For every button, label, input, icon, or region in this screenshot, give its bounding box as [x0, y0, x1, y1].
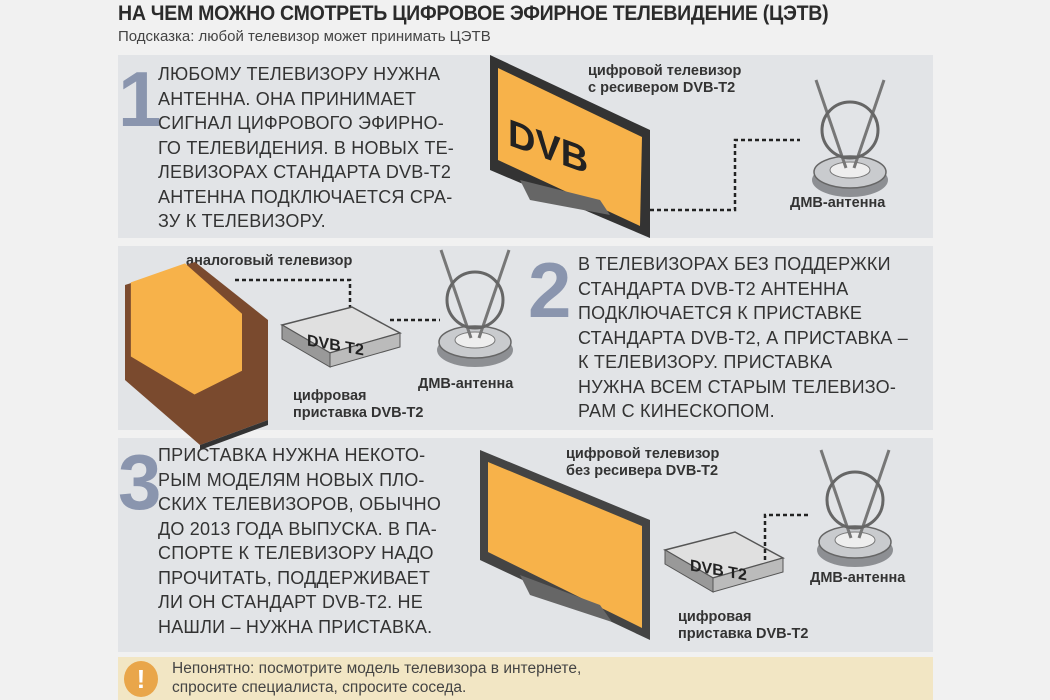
antenna-label: ДМВ-антенна [790, 195, 886, 211]
tv-label: аналоговый телевизор [186, 253, 353, 269]
exclamation-icon: ! [124, 661, 158, 697]
step-number: 1 [118, 55, 162, 143]
step-text: Любому телевизору нужнаантенна. Она прин… [158, 64, 454, 231]
step-text: Приставка нужна некото-рым моделям новых… [158, 445, 442, 637]
antenna-label: ДМВ-антенна [418, 376, 514, 392]
step-number: 2 [528, 246, 572, 334]
antenna-label: ДМВ-антенна [810, 570, 906, 586]
step-text: В телевизорах без поддержкистандарта DVB… [578, 254, 909, 421]
hint-footer: ! Непонятно: посмотрите модель телевизор… [118, 657, 933, 700]
subtitle: Подсказка: любой телевизор может принима… [118, 28, 491, 45]
step-number: 3 [118, 438, 162, 526]
step-2-panel: 2 В телевизорах без поддержкистандарта D… [118, 246, 933, 430]
page-title: НА ЧЕМ МОЖНО СМОТРЕТЬ ЦИФРОВОЕ ЭФИРНОЕ Т… [118, 2, 829, 25]
step-3-panel: 3 Приставка нужна некото-рым моделям нов… [118, 438, 933, 652]
step-1-panel: 1 Любому телевизору нужнаантенна. Она пр… [118, 55, 933, 238]
hint-text: Непонятно: посмотрите модель телевизора … [172, 660, 582, 696]
